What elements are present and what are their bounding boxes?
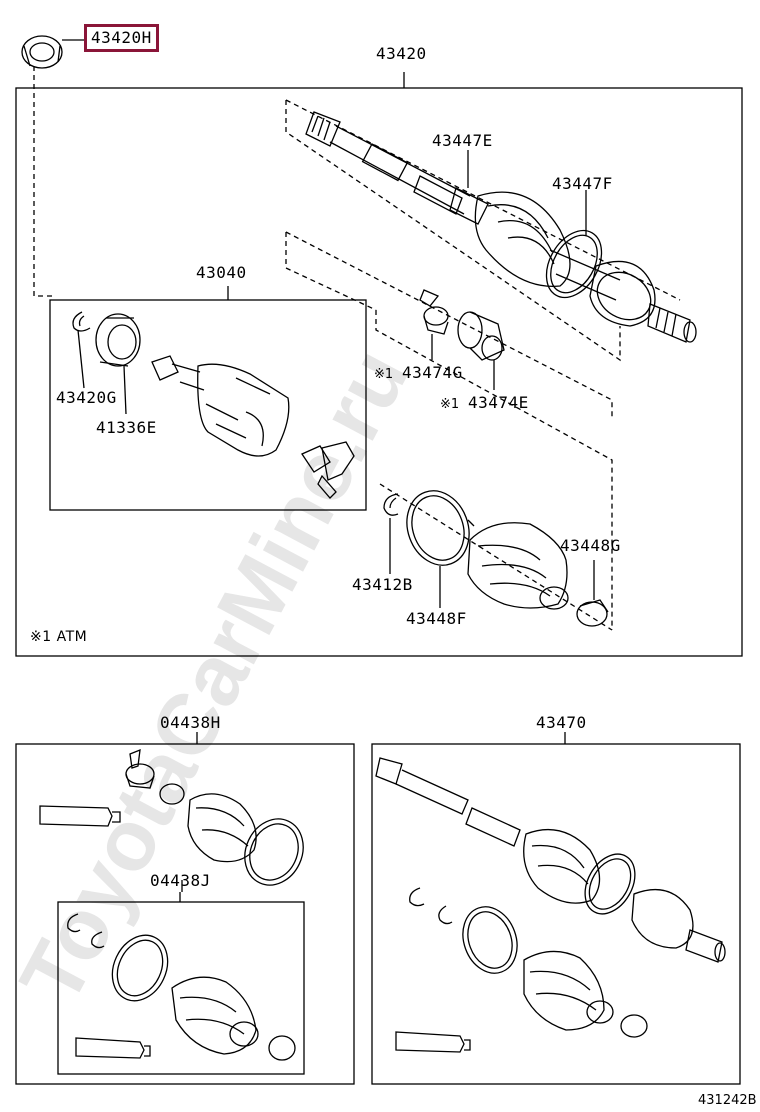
part-label-43447E[interactable]: 43447E xyxy=(432,131,493,150)
part-label-43040[interactable]: 43040 xyxy=(196,263,247,282)
frame-43040 xyxy=(49,286,367,511)
part-label-43470[interactable]: 43470 xyxy=(536,713,587,732)
dust-seal-43420H-icon[interactable] xyxy=(21,35,63,69)
part-label-43412B[interactable]: 43412B xyxy=(352,575,413,594)
part-label-04438J[interactable]: 04438J xyxy=(150,871,211,890)
dashed-guides xyxy=(33,66,681,631)
figure-code: 431242B xyxy=(698,1093,757,1108)
boot-inner-icon[interactable] xyxy=(467,522,569,610)
part-label-04438H[interactable]: 04438H xyxy=(160,713,221,732)
part-label-43448F[interactable]: 43448F xyxy=(406,609,467,628)
part-label-43474G[interactable]: 43474G xyxy=(402,363,463,382)
footnote-mark-1: ※1 xyxy=(374,367,394,382)
part-label-41336E[interactable]: 41336E xyxy=(96,418,157,437)
part-label-43420[interactable]: 43420 xyxy=(376,44,427,63)
snap-ring-43412B-icon[interactable] xyxy=(383,493,399,516)
band-43448F-icon[interactable] xyxy=(397,482,479,574)
part-label-43474E[interactable]: 43474E xyxy=(468,393,529,412)
kit-04438H-icon[interactable] xyxy=(39,748,314,895)
frame-04438J xyxy=(57,892,305,1075)
footnote-atm: ※1 ATM xyxy=(30,629,88,645)
frame-43470 xyxy=(371,732,741,1085)
kit-04438J-icon[interactable] xyxy=(67,913,296,1061)
boot-clamp-43474G-icon[interactable] xyxy=(419,289,449,335)
drive-shaft-43420-icon[interactable] xyxy=(305,111,697,343)
inner-joint-43040-icon[interactable] xyxy=(151,355,355,499)
clamp-43448G-icon[interactable] xyxy=(576,599,609,627)
part-label-43420H[interactable]: 43420H xyxy=(84,24,159,52)
frame-04438H xyxy=(15,732,355,1085)
frame-43420 xyxy=(15,72,743,657)
part-label-43420G[interactable]: 43420G xyxy=(56,388,117,407)
part-label-43448G[interactable]: 43448G xyxy=(560,536,621,555)
outer-joint-43470-icon[interactable] xyxy=(375,757,726,1053)
footnote-mark-2: ※1 xyxy=(440,397,460,412)
watermark: ToyotaCarMine.ru xyxy=(2,334,427,1019)
snap-ring-43420G-icon[interactable] xyxy=(72,311,91,332)
seal-41336E-icon[interactable] xyxy=(95,313,141,367)
boot-43474E-icon[interactable] xyxy=(457,311,505,361)
part-label-43447F[interactable]: 43447F xyxy=(552,174,613,193)
